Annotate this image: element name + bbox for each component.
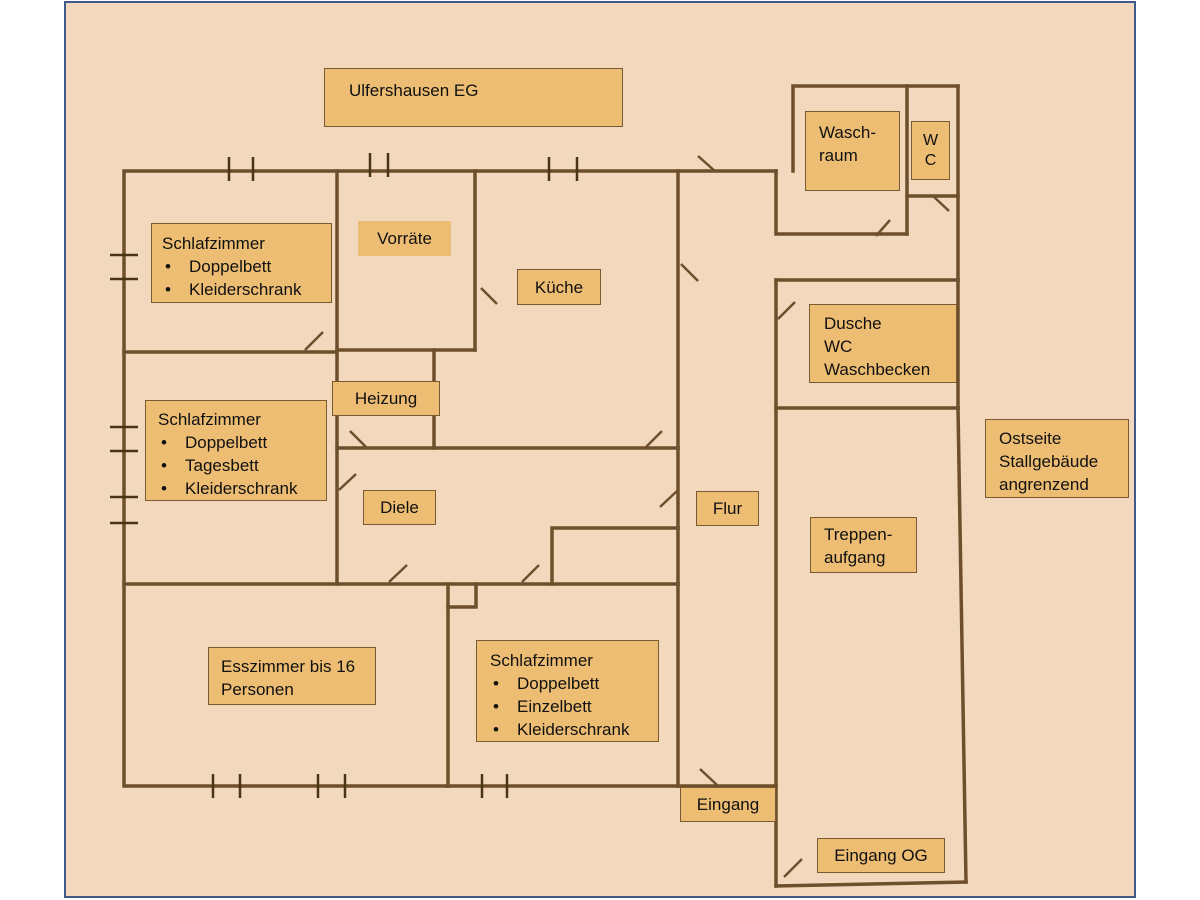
room-label-hall: Diele <box>363 490 436 525</box>
room-label-storage: Vorräte <box>358 221 451 256</box>
room-name: Schlafzimmer <box>158 410 261 429</box>
door-swing <box>645 430 663 448</box>
door-swing <box>697 155 717 173</box>
room-name-line: W <box>922 131 939 149</box>
room-name-line: Dusche <box>824 314 882 333</box>
room-label-staircase: Treppen- aufgang <box>810 517 917 573</box>
room-label-bedroom-3: Schlafzimmer Doppelbett Einzelbett Kleid… <box>476 640 659 742</box>
wall-washroom-top <box>791 84 960 173</box>
door-swing <box>388 564 408 583</box>
room-label-bedroom-1: Schlafzimmer Doppelbett Kleiderschrank <box>151 223 332 303</box>
door-swing <box>480 287 498 305</box>
room-name-line: Waschbecken <box>824 360 931 379</box>
furniture-item: Einzelbett <box>490 695 648 718</box>
room-name-line: C <box>924 151 937 169</box>
room-name-line: aufgang <box>824 548 886 567</box>
title-text: Ulfershausen EG <box>349 81 479 100</box>
room-name: Diele <box>380 498 419 517</box>
wall-staircase-south <box>774 880 968 888</box>
room-label-dining: Esszimmer bis 16 Personen <box>208 647 376 705</box>
door-swing <box>777 301 796 320</box>
note-line: Stallgebäude <box>999 452 1099 471</box>
door-swing <box>521 564 540 583</box>
room-label-entrance: Eingang <box>680 787 776 822</box>
room-name: Eingang <box>696 795 760 814</box>
room-label-bathroom: Dusche WC Waschbecken <box>809 304 957 383</box>
room-label-heating: Heizung <box>332 381 440 416</box>
door-swing <box>338 473 357 491</box>
furniture-item: Doppelbett <box>158 431 316 454</box>
furniture-item: Doppelbett <box>490 672 648 695</box>
room-name: Eingang OG <box>834 846 928 865</box>
room-label-washroom: Wasch- raum <box>805 111 900 191</box>
door-swing <box>699 768 718 786</box>
note-line: Ostseite <box>999 429 1062 448</box>
room-label-kitchen: Küche <box>517 269 601 305</box>
wall-washroom <box>774 169 909 236</box>
wall-hall-step <box>550 526 680 586</box>
door-swing <box>932 195 950 212</box>
room-name: Heizung <box>354 389 418 408</box>
room-name-line: raum <box>819 146 858 165</box>
room-label-wc: W C <box>911 121 950 180</box>
furniture-item: Kleiderschrank <box>490 718 648 741</box>
door-swing <box>783 858 803 878</box>
room-label-corridor: Flur <box>696 491 759 526</box>
room-name: Küche <box>534 277 584 297</box>
room-name: Flur <box>712 499 743 518</box>
room-name-line: Treppen- <box>824 525 893 544</box>
door-swing <box>659 490 678 508</box>
room-name: Vorräte <box>377 229 432 248</box>
furniture-item: Doppelbett <box>162 255 321 278</box>
furniture-item: Kleiderschrank <box>158 477 316 500</box>
wall-outer-main <box>122 169 778 788</box>
room-name: Esszimmer bis 16 Personen <box>221 657 356 699</box>
room-name: Schlafzimmer <box>162 234 265 253</box>
wall-niche <box>446 582 478 609</box>
room-name-line: Wasch- <box>819 123 876 142</box>
door-swing <box>680 263 699 282</box>
room-name: Schlafzimmer <box>490 651 593 670</box>
room-name-line: WC <box>824 337 853 356</box>
furniture-item: Tagesbett <box>158 454 316 477</box>
note-east-side: Ostseite Stallgebäude angrenzend <box>985 419 1129 498</box>
floor-plan-title: Ulfershausen EG <box>324 68 623 127</box>
door-swing <box>304 331 324 351</box>
door-swing <box>349 430 367 448</box>
room-label-bedroom-2: Schlafzimmer Doppelbett Tagesbett Kleide… <box>145 400 327 501</box>
furniture-item: Kleiderschrank <box>162 278 321 301</box>
note-line: angrenzend <box>999 475 1089 494</box>
room-label-upper-entrance: Eingang OG <box>817 838 945 873</box>
wall-staircase-east <box>956 406 968 884</box>
door-swing <box>875 219 891 237</box>
